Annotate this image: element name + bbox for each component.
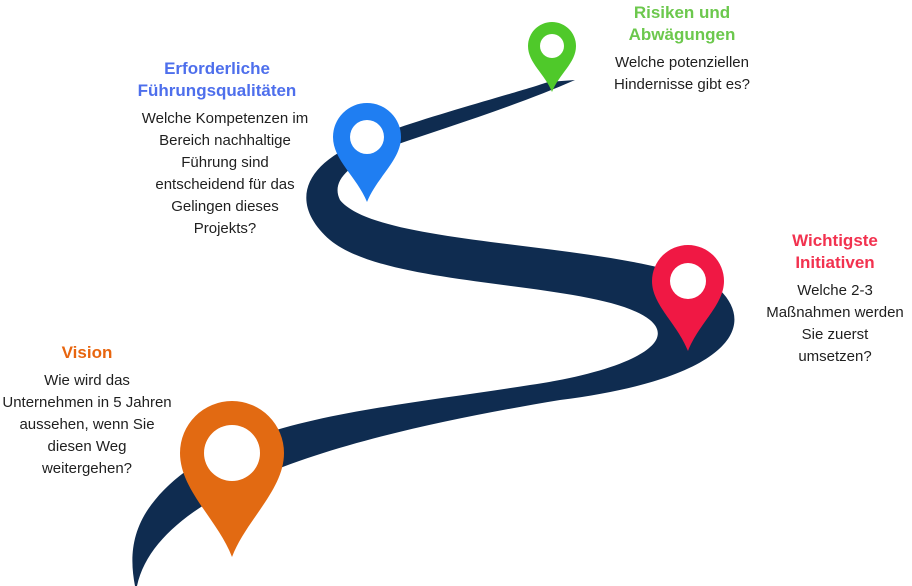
milestone-initiatives: Wichtigste Initiativen Welche 2-3 Maßnah… (758, 230, 912, 368)
milestone-risks-description: Welche potenziellen Hindernisse gibt es? (614, 54, 750, 93)
milestone-leadership: Erforderliche Führungsqualitäten Welche … (112, 58, 322, 240)
map-pin-initiatives (652, 245, 724, 351)
milestone-leadership-title: Erforderliche Führungsqualitäten (137, 59, 297, 100)
pin-risks-hole (540, 34, 564, 58)
map-pin-vision (180, 401, 284, 557)
milestone-leadership-description: Welche Kompetenzen im Bereich nachhaltig… (141, 110, 309, 237)
milestone-vision: Vision Wie wird das Unternehmen in 5 Jah… (2, 342, 172, 480)
pin-initiatives-hole (670, 263, 706, 299)
milestone-initiatives-title: Wichtigste Initiativen (792, 231, 878, 272)
milestone-risks-title: Risiken und Abwägungen (628, 3, 736, 44)
milestone-vision-description: Wie wird das Unternehmen in 5 Jahren aus… (2, 372, 172, 477)
pin-vision-hole (204, 425, 260, 481)
milestone-vision-title: Vision (61, 343, 113, 362)
map-pin-risks (528, 22, 576, 92)
pin-leadership-hole (350, 120, 384, 154)
milestone-risks: Risiken und Abwägungen Welche potenziell… (590, 2, 774, 96)
map-pin-leadership (333, 103, 401, 202)
milestone-initiatives-description: Welche 2-3 Maßnahmen werden Sie zuerst u… (766, 282, 904, 365)
